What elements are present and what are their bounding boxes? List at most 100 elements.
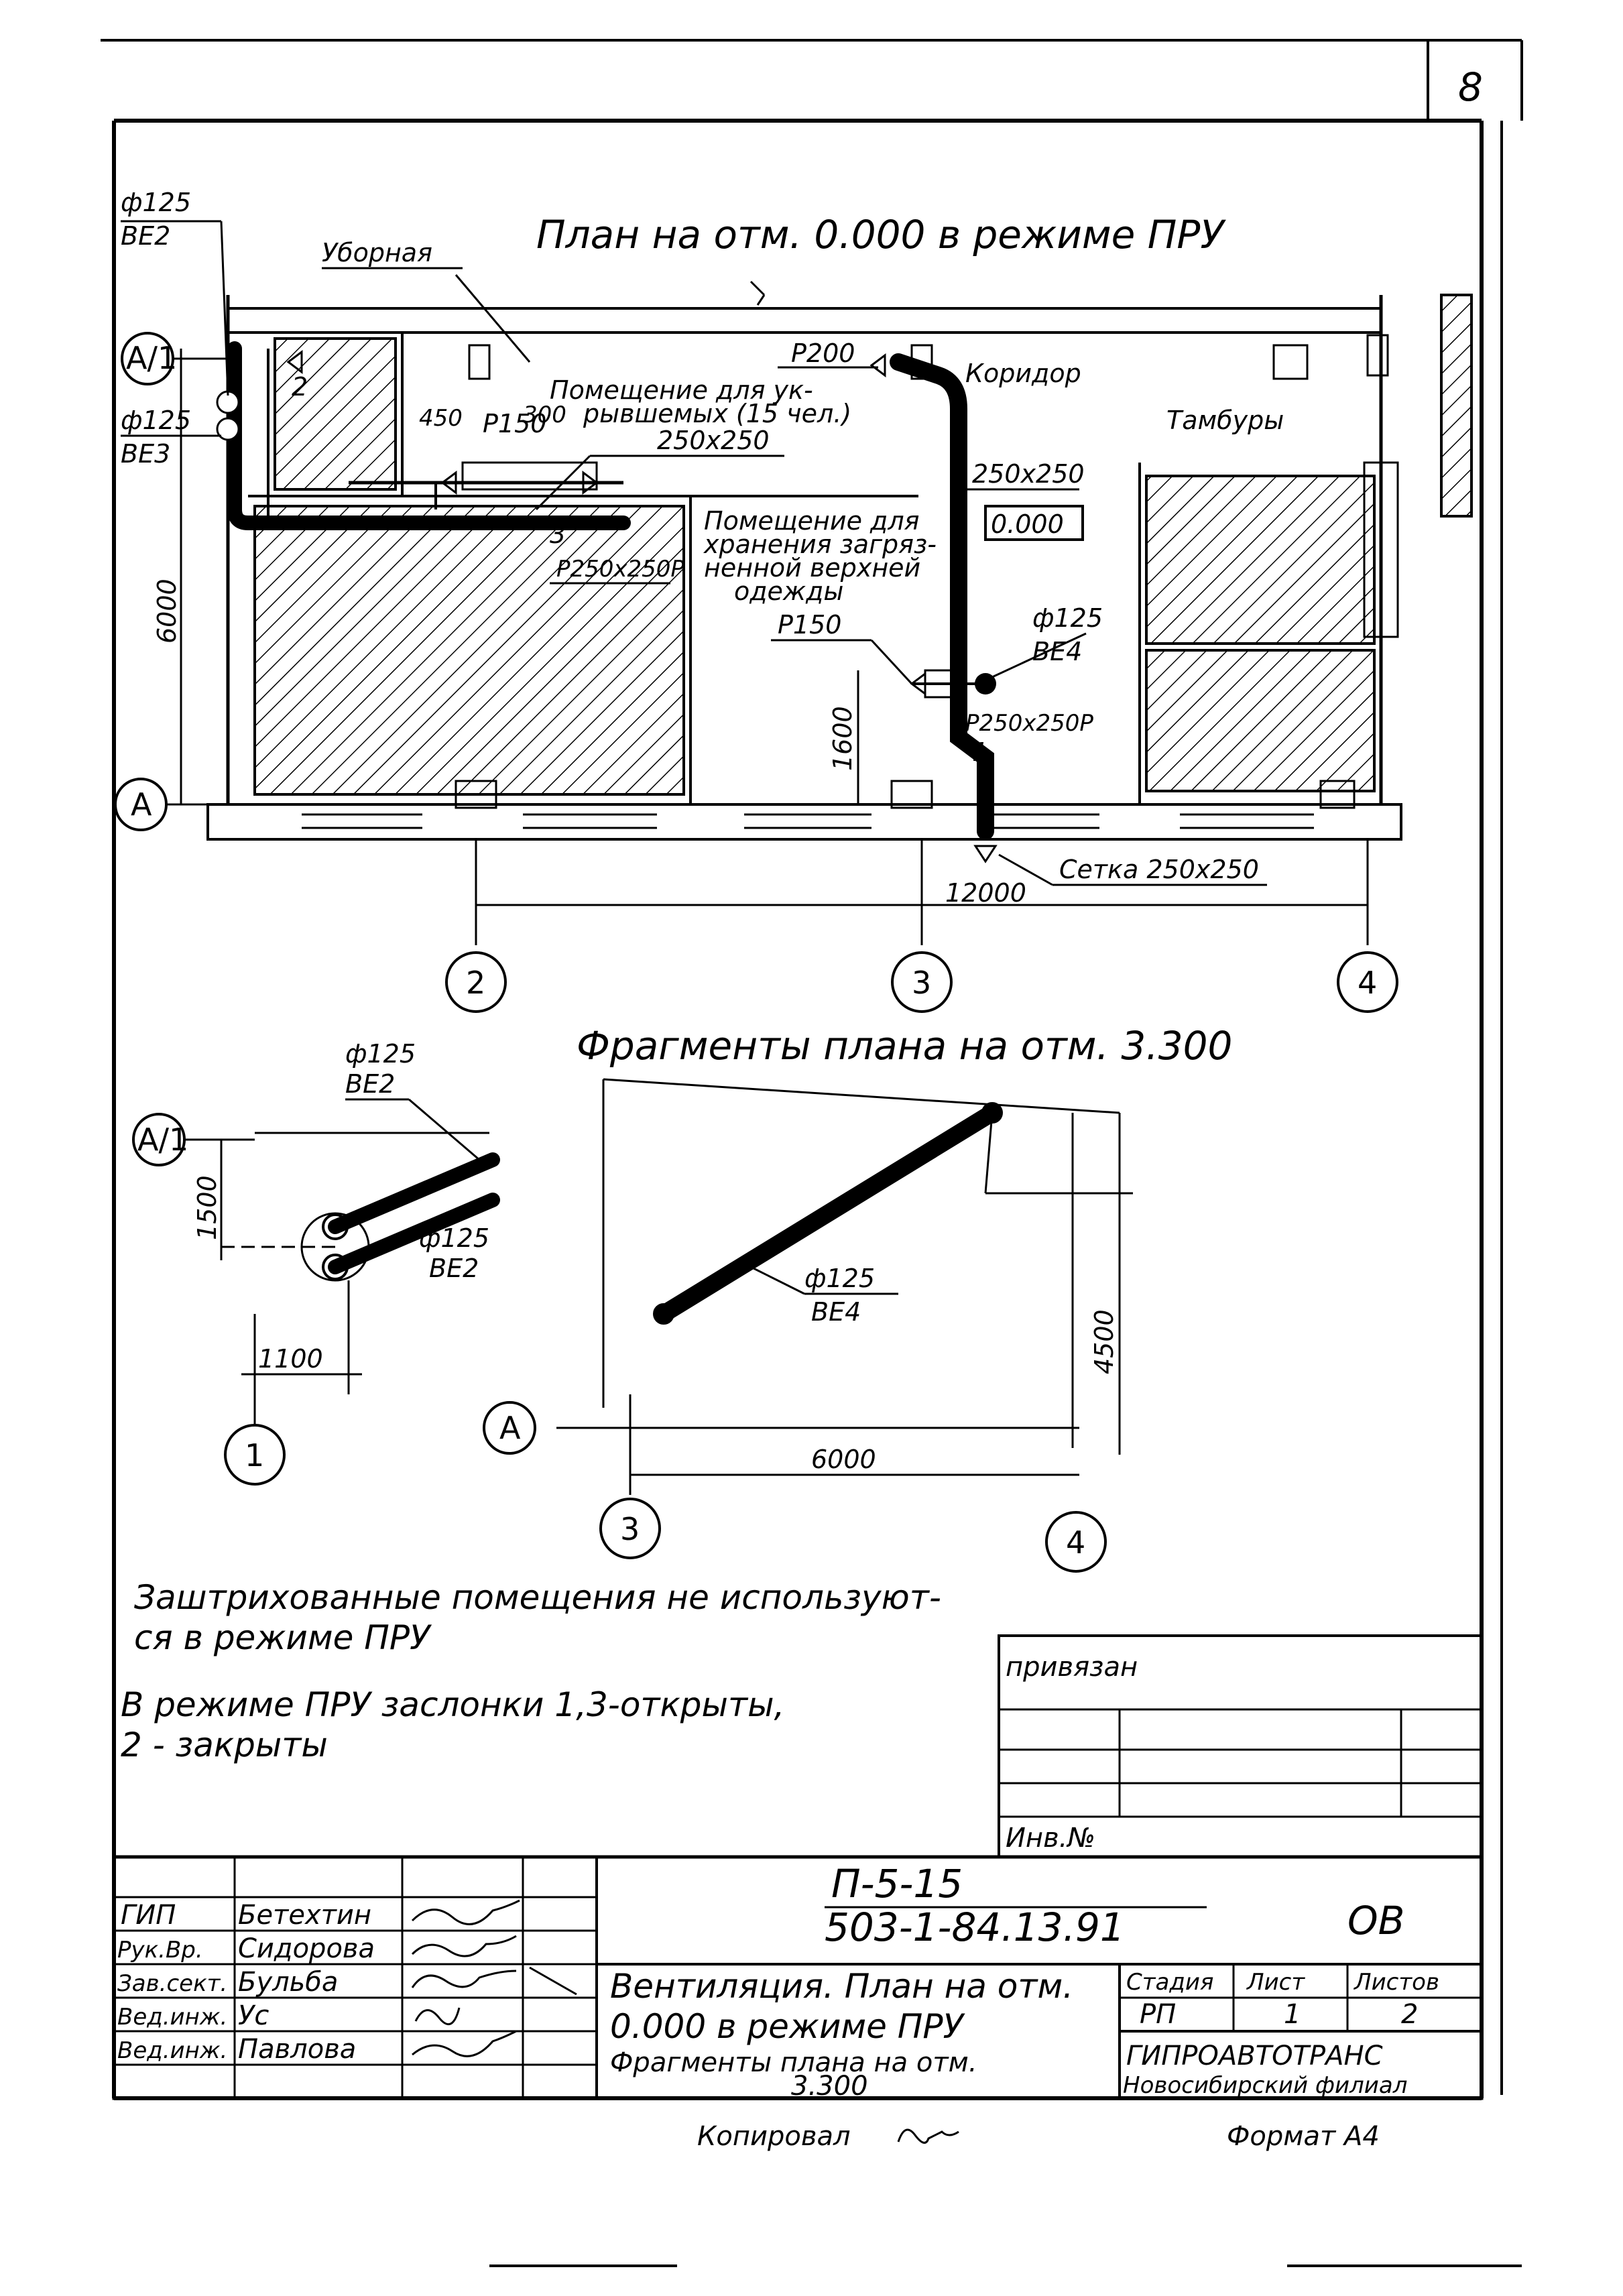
frag-right-be4: ВЕ4 <box>811 1297 861 1327</box>
description-4: 3.300 <box>791 2071 868 2102</box>
signature-2 <box>411 1970 517 1988</box>
label-valve-2: 2 <box>292 372 308 402</box>
dim-1500: 1500 <box>192 1175 222 1240</box>
room-storage-2: хранения загряз- <box>703 530 937 559</box>
note-line-3: В режиме ПРУ заслонки 1,3-открыты, <box>121 1685 784 1724</box>
plan-dimensions: 6000 1600 12000 <box>152 349 1369 945</box>
description-1: Вентиляция. План на отм. <box>610 1967 1073 2006</box>
sheets-header: Листов <box>1353 1969 1439 1996</box>
label-valve-3: 3 <box>550 520 566 549</box>
stage-header: Стадия <box>1126 1969 1213 1996</box>
label-be4: ВЕ4 <box>1032 637 1082 666</box>
role-4: Вед.инж. <box>117 2037 227 2064</box>
dim-12000: 12000 <box>945 878 1026 908</box>
label-be3: ВЕ3 <box>121 439 170 469</box>
footer-format: Формат А4 <box>1227 2121 1380 2152</box>
label-dim-450: 450 <box>419 405 463 432</box>
frag-left-be2-top: ВЕ2 <box>345 1069 395 1099</box>
label-grille: Сетка 250х250 <box>1059 855 1259 884</box>
dim-1600: 1600 <box>828 706 857 771</box>
org-branch: Новосибирский филиал <box>1123 2072 1407 2099</box>
plan-labels: ф125 ВЕ2 ф125 ВЕ3 Уборная Р200 Коридор П… <box>121 188 1284 886</box>
sheet-value: 1 <box>1284 1999 1301 2030</box>
axis-a-plan: А <box>131 786 152 823</box>
room-shelter-1: Помещение для ук- <box>550 375 813 405</box>
axis-a-frag: А <box>499 1410 521 1446</box>
page-number: 8 <box>1458 64 1483 110</box>
description-2: 0.000 в режиме ПРУ <box>610 2007 966 2046</box>
label-p150-b: Р150 <box>778 610 841 640</box>
hatched-rooms <box>253 337 1376 796</box>
plan-axes: А/1 А 2 3 4 <box>114 332 1398 1013</box>
dim-6000-v: 6000 <box>152 579 182 644</box>
doc-code-1: П-5-15 <box>831 1861 963 1907</box>
plan-title: План на отм. 0.000 в режиме ПРУ <box>536 212 1226 257</box>
footer: Копировал Формат А4 <box>489 2121 1522 2267</box>
label-p150-a: Р150 <box>483 409 546 438</box>
doc-code-2: 503-1-84.13.91 <box>825 1905 1125 1950</box>
stage-value: РП <box>1140 1999 1176 2030</box>
signature-3 <box>414 2007 461 2026</box>
copier-signature <box>897 2128 959 2144</box>
note-line-4: 2 - закрыты <box>121 1726 328 1764</box>
sheets-value: 2 <box>1401 1999 1418 2030</box>
label-d125-be2: ф125 <box>121 188 191 217</box>
stamp-inv-no: Инв.№ <box>1006 1823 1095 1854</box>
axis-4-frag: 4 <box>1066 1524 1085 1561</box>
footer-copied: Копировал <box>697 2121 851 2152</box>
fragment-left: ф125 ВЕ2 ф125 ВЕ2 1500 1100 А/1 1 <box>132 1039 500 1486</box>
signature-0 <box>411 1899 520 1925</box>
label-p250-b: Р250х250Р <box>965 710 1093 737</box>
dim-4500: 4500 <box>1089 1309 1119 1374</box>
axis-2: 2 <box>466 965 485 1001</box>
dim-6000-h: 6000 <box>811 1445 876 1474</box>
room-shelter-2: рывшемых (15 чел.) <box>583 399 851 428</box>
role-1: Рук.Вр. <box>117 1937 203 1963</box>
title-block: ГИП Бетехтин Рук.Вр. Сидорова Зав.сект. … <box>112 1855 1484 2102</box>
note-line-2: ся в режиме ПРУ <box>134 1618 432 1657</box>
room-corridor: Коридор <box>965 359 1081 388</box>
binding-stamp: привязан Инв.№ <box>998 1634 1483 1858</box>
label-p200: Р200 <box>791 339 855 368</box>
room-toilet: Уборная <box>322 238 432 267</box>
note-line-1: Заштрихованные помещения не используют- <box>134 1578 941 1617</box>
axis-a1-plan: А/1 <box>126 340 177 376</box>
label-d125-be4: ф125 <box>1032 603 1103 633</box>
label-valve-1: 1 <box>972 737 988 767</box>
ductwork <box>216 341 998 863</box>
label-be2: ВЕ2 <box>121 221 170 251</box>
level-mark <box>984 505 1084 541</box>
axis-3-frag: 3 <box>620 1511 640 1547</box>
dim-1100: 1100 <box>258 1344 323 1374</box>
role-3: Вед.инж. <box>117 2004 227 2031</box>
fragment-right: 4500 ф125 ВЕ4 6000 А 3 4 <box>483 1078 1133 1573</box>
label-dim-300: 300 <box>523 402 566 428</box>
plan-walls <box>206 280 1473 841</box>
section-code: ОВ <box>1347 1898 1404 1943</box>
label-level: 0.000 <box>991 509 1064 539</box>
frag-left-d125-bot: ф125 <box>419 1223 489 1253</box>
label-dim-250b: 250х250 <box>972 459 1085 489</box>
room-storage-1: Помещение для <box>704 506 919 536</box>
axis-1: 1 <box>245 1437 264 1473</box>
room-vestibules: Тамбуры <box>1166 406 1284 435</box>
signature-4 <box>412 2030 517 2057</box>
name-0: Бетехтин <box>238 1900 371 1931</box>
role-0: ГИП <box>121 1900 176 1931</box>
frag-left-d125-top: ф125 <box>345 1039 416 1069</box>
room-storage-3: ненной верхней <box>704 553 920 583</box>
name-4: Павлова <box>238 2034 356 2065</box>
fragments-title: Фрагменты плана на отм. 3.300 <box>577 1023 1232 1069</box>
org-name: ГИПРОАВТОТРАНС <box>1126 2041 1383 2071</box>
axis-4-plan: 4 <box>1358 965 1377 1001</box>
axis-a1-frag: А/1 <box>137 1122 188 1158</box>
stamp-attached: привязан <box>1006 1652 1138 1683</box>
notes: Заштрихованные помещения не используют- … <box>121 1578 941 1764</box>
label-d125-be3: ф125 <box>121 406 191 435</box>
name-2: Бульба <box>238 1967 338 1998</box>
name-3: Ус <box>238 2000 269 2031</box>
frag-left-be2-bot: ВЕ2 <box>429 1254 479 1283</box>
signature-1 <box>411 1935 517 1957</box>
name-1: Сидорова <box>238 1933 375 1964</box>
